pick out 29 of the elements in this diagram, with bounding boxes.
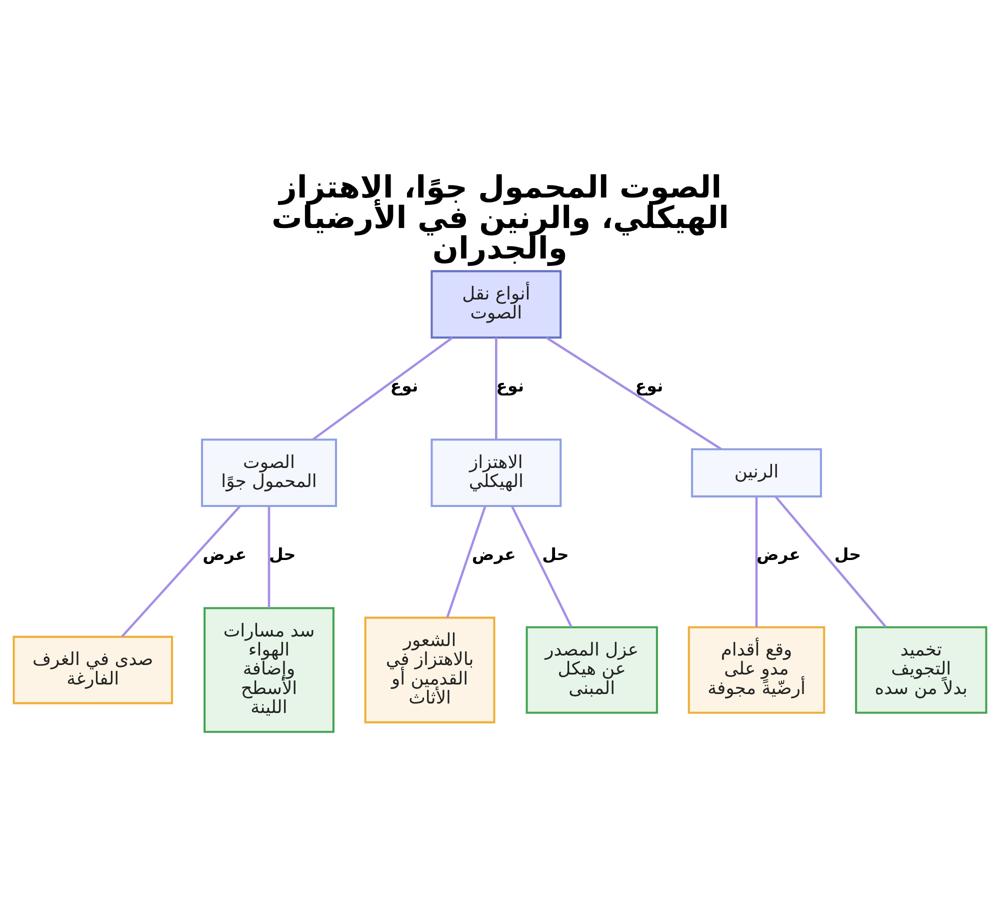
node-box: عزل المصدر عن هيكل المبنى [526,626,658,714]
diagram-title: الصوت المحمول جوًا، الاهتزاز الهيكلي، والرنين في الأرضيات والجدران [272,170,729,266]
connector [510,505,572,628]
connector [121,504,241,637]
edge-label: عرض [472,544,516,564]
node-box: وقع أقدام مدوٍ على أرضّية مجوفة [688,626,826,714]
edge-label: حل [542,544,569,564]
edge-label: حل [269,544,296,564]
connector [546,336,722,450]
node-box: الاهتزاز الهيكلي [430,438,562,507]
node-box: الصوت المحمول جوًا [201,438,338,507]
edge-label: نوع [496,376,524,396]
connector [495,337,498,439]
edge-label: عرض [202,544,247,564]
node-box: الشعور بالاهتزاز في القدمين أو الأثاث [364,616,496,723]
connector [755,496,758,627]
node-box: صدى في الغرف الفارغة [12,635,174,704]
node-box: الرنين [691,448,822,497]
connector [312,336,454,440]
node-box: سد مسارات الهواء وإضافة الأسطح اللينة [204,606,334,732]
connector [774,496,887,628]
connector [268,506,270,608]
node-box: أنواع نقل الصوت [430,270,562,338]
edge-label: نوع [390,376,418,396]
edge-label: نوع [635,376,664,396]
node-box: تخميد التجويف بدلاً من سده [855,626,988,714]
connector [446,505,486,618]
edge-label: حل [834,544,862,564]
edge-label: عرض [756,544,800,564]
